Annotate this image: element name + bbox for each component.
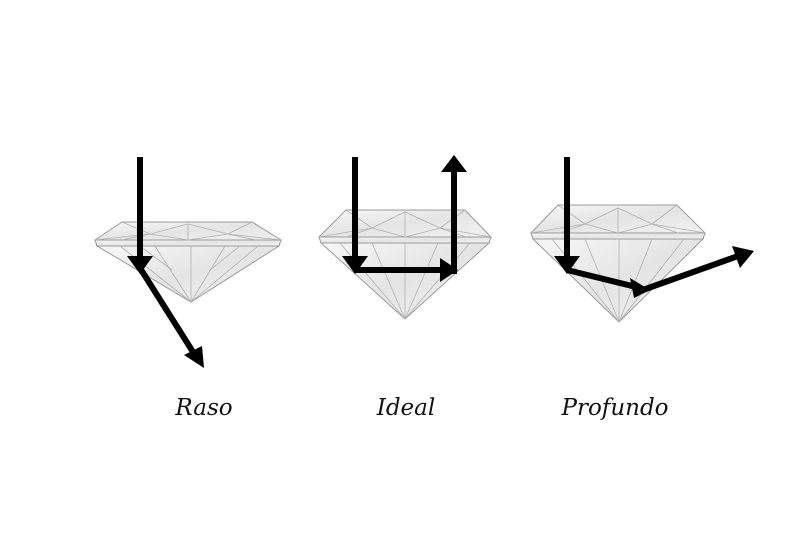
light-path-raso: [127, 157, 204, 368]
arrow-profundo-exit-head: [732, 246, 754, 268]
label-ideal: Ideal: [376, 395, 436, 421]
arrow-raso-exit-head: [184, 346, 204, 368]
diamond-profundo: [529, 204, 707, 323]
arrow-profundo-incoming-head: [554, 256, 580, 274]
diamond-ideal: [317, 209, 493, 320]
light-path-profundo: [554, 157, 754, 298]
arrow-raso-exit: [137, 266, 196, 354]
arrow-ideal-exit-head: [441, 155, 467, 172]
diamond-raso: [93, 221, 283, 303]
arrow-raso-incoming-head: [127, 256, 153, 274]
arrow-profundo-bounce: [566, 267, 637, 290]
label-profundo: Profundo: [561, 395, 669, 421]
arrow-profundo-exit: [638, 253, 740, 294]
arrow-ideal-cross-head: [440, 258, 458, 282]
light-path-ideal: [342, 155, 467, 282]
label-raso: Raso: [175, 395, 233, 421]
arrow-ideal-incoming-head: [342, 256, 368, 274]
